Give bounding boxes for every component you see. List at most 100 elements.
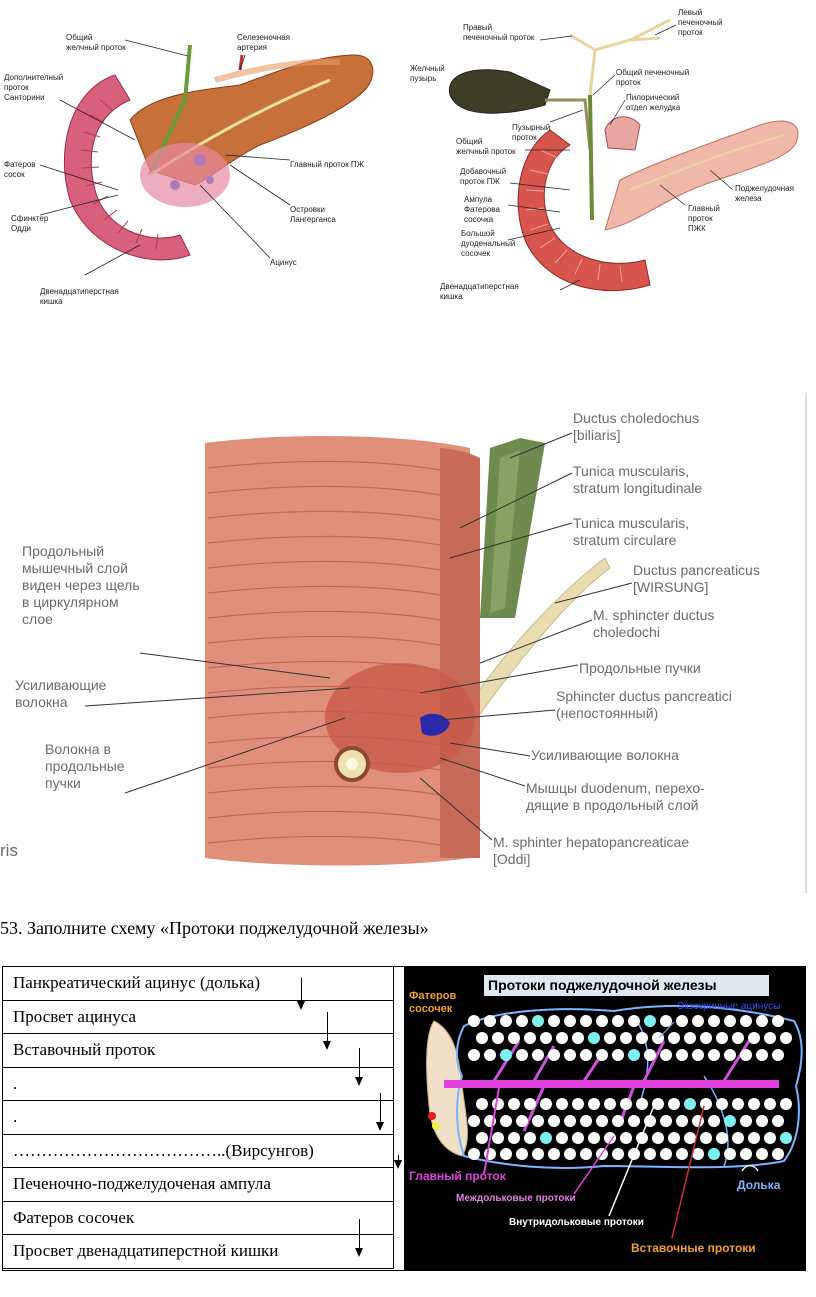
fig2-ampulla-label: Ампула Фатерова сосочка — [464, 195, 500, 224]
acinus-cell — [612, 1148, 624, 1160]
acinus-cell — [748, 1098, 760, 1110]
acinus-cell — [500, 1015, 512, 1027]
acinus-cell — [548, 1015, 560, 1027]
acinus-cell — [556, 1098, 568, 1110]
acinus-cell — [692, 1015, 704, 1027]
fig3-tunica-long-label: Tunica muscularis, stratum longitudinale — [573, 463, 703, 496]
table-row: Просвет ацинуса — [2, 999, 394, 1034]
fig2-pancreas-label: Поджелудочная железа — [735, 184, 794, 203]
acinus-cell — [748, 1132, 760, 1144]
acinus-cell — [484, 1015, 496, 1027]
acinus-cell — [772, 1049, 784, 1061]
fig2-pyloric-label: Пилорический отдел желудка — [626, 93, 681, 112]
acinus-cell — [708, 1148, 720, 1160]
acinus-cell — [684, 1032, 696, 1044]
acinus-cell — [476, 1098, 488, 1110]
acinus-cell — [524, 1032, 536, 1044]
acinus-cell — [532, 1148, 544, 1160]
fig3-sphincter-panc-label: Sphincter ductus pancreatici (непостоянн… — [556, 688, 732, 721]
acinus-cell — [732, 1032, 744, 1044]
fig1-papilla-label: Фатеров сосок — [4, 160, 36, 179]
acinus-cell — [780, 1032, 792, 1044]
step-cell: Просвет двенадцатиперстной кишки — [2, 1234, 394, 1269]
ducts-diagram: Протоки поджелудочной железы Фатеров сос… — [404, 966, 805, 1271]
fig1-acinus-label: Ацинус — [270, 258, 297, 267]
acinus-cell — [700, 1132, 712, 1144]
fig2-cystic-duct-label: Пузырный проток — [512, 123, 551, 142]
fig2-gallbladder-label: Желчный пузырь — [410, 64, 445, 83]
acinus-cell — [548, 1115, 560, 1127]
acinus-cell — [676, 1049, 688, 1061]
acinus-cell — [588, 1132, 600, 1144]
acinus-cell — [644, 1049, 656, 1061]
fig1-splenic-artery-label: Селезеночная артерия — [237, 33, 290, 52]
exocrine-label: Экзокринные ацинусы — [677, 1001, 781, 1012]
acinus-cell — [468, 1148, 480, 1160]
acinus-cell — [636, 1098, 648, 1110]
step-cell: Фатеров сосочек — [2, 1200, 394, 1235]
acinus-cell — [652, 1032, 664, 1044]
acinus-cell — [628, 1015, 640, 1027]
acinus-cell — [612, 1049, 624, 1061]
acinus-cell — [652, 1132, 664, 1144]
step-cell: Печеночно-поджелудоченая ампула — [2, 1167, 394, 1202]
acinus-cell — [660, 1148, 672, 1160]
interlobular-label: Междольковые протоки — [456, 1193, 576, 1204]
acinus-cell — [740, 1115, 752, 1127]
acinus-cell — [476, 1032, 488, 1044]
fig3-long-layer-label: Продольный мышечный слой виден через щел… — [22, 543, 140, 627]
acinus-cell — [532, 1015, 544, 1027]
acinus-cell — [676, 1015, 688, 1027]
down-arrow-icon — [354, 1048, 363, 1086]
acinus-cell — [532, 1049, 544, 1061]
acinus-cell — [524, 1132, 536, 1144]
step-cell: ………………………………..(Вирсунгов) — [2, 1133, 394, 1168]
fig2-left-hepatic-label: Левый печеночный проток — [678, 8, 723, 37]
acinus-cell — [588, 1098, 600, 1110]
acinus-cell — [612, 1015, 624, 1027]
acinus-cell — [660, 1049, 672, 1061]
acinus-cell — [740, 1015, 752, 1027]
acinus-cell — [636, 1032, 648, 1044]
acinus-cell — [508, 1098, 520, 1110]
acinus-cell — [548, 1049, 560, 1061]
table-row: Просвет двенадцатиперстной кишки — [2, 1234, 394, 1269]
acinus-cell — [724, 1115, 736, 1127]
table-row: Печеночно-поджелудоченая ампула — [2, 1167, 394, 1202]
acinus-cell — [756, 1115, 768, 1127]
acinus-cell — [668, 1032, 680, 1044]
acinus-cell — [572, 1032, 584, 1044]
fig2-accessory-duct-label: Добавочный проток ПЖ — [460, 167, 507, 186]
pancreas-illustration-1 — [39, 39, 374, 276]
acinus-cell — [700, 1032, 712, 1044]
table-row: Панкреатический ацинус (долька) — [2, 966, 394, 1001]
table-row: Фатеров сосочек — [2, 1200, 394, 1235]
acinus-cell — [516, 1148, 528, 1160]
fig3-oddi-label: M. sphinter hepatopancreaticae [Oddi] — [493, 834, 690, 867]
acinus-cell — [468, 1015, 480, 1027]
acinus-cell — [580, 1049, 592, 1061]
acinus-cell — [772, 1115, 784, 1127]
acinus-cell — [756, 1148, 768, 1160]
fig3-choledochus-label: Ductus choledochus [biliaris] — [573, 410, 700, 443]
acinus-cell — [668, 1132, 680, 1144]
down-arrow-icon — [354, 1219, 363, 1257]
acinus-cell — [564, 1115, 576, 1127]
step-cell: Панкреатический ацинус (долька) — [2, 966, 394, 1001]
pancreas-illustration-2 — [448, 18, 799, 292]
acinus-cell — [508, 1032, 520, 1044]
fig2-right-hepatic-label: Правый печеночный проток — [463, 23, 535, 42]
acinus-cell — [724, 1015, 736, 1027]
acinus-cell — [556, 1032, 568, 1044]
fig1-islets-label: Островки Лангерганса — [290, 205, 336, 224]
acinus-cell — [748, 1032, 760, 1044]
acinus-cell — [516, 1115, 528, 1127]
fig3-duodenum-muscles-label: Мышцы duodenum, перехо- дящие в продольн… — [526, 780, 705, 813]
acinus-cell — [556, 1132, 568, 1144]
acinus-cell — [644, 1148, 656, 1160]
down-arrow-icon — [375, 1093, 384, 1131]
acinus-cell — [708, 1049, 720, 1061]
ducts-diagram-leaders — [483, 1021, 759, 1239]
intercalated-label: Вставочные протоки — [631, 1241, 756, 1255]
acinus-cell — [604, 1098, 616, 1110]
